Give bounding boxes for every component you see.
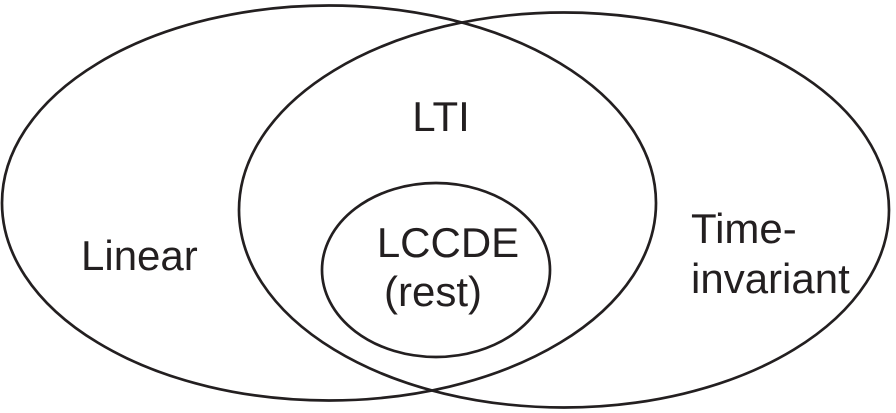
linear-set-label: Linear xyxy=(81,232,198,279)
linear-set-ellipse xyxy=(0,4,658,402)
lccde-set-label-line1: LCCDE xyxy=(377,219,519,266)
intersection-label-lti: LTI xyxy=(412,93,470,140)
lccde-set-label-line2: (rest) xyxy=(384,268,482,315)
lccde-set-ellipse xyxy=(320,181,552,359)
time-invariant-set-label-line2: invariant xyxy=(691,255,850,302)
time-invariant-set-ellipse xyxy=(237,11,891,409)
time-invariant-set-label-line1: Time- xyxy=(691,205,797,252)
